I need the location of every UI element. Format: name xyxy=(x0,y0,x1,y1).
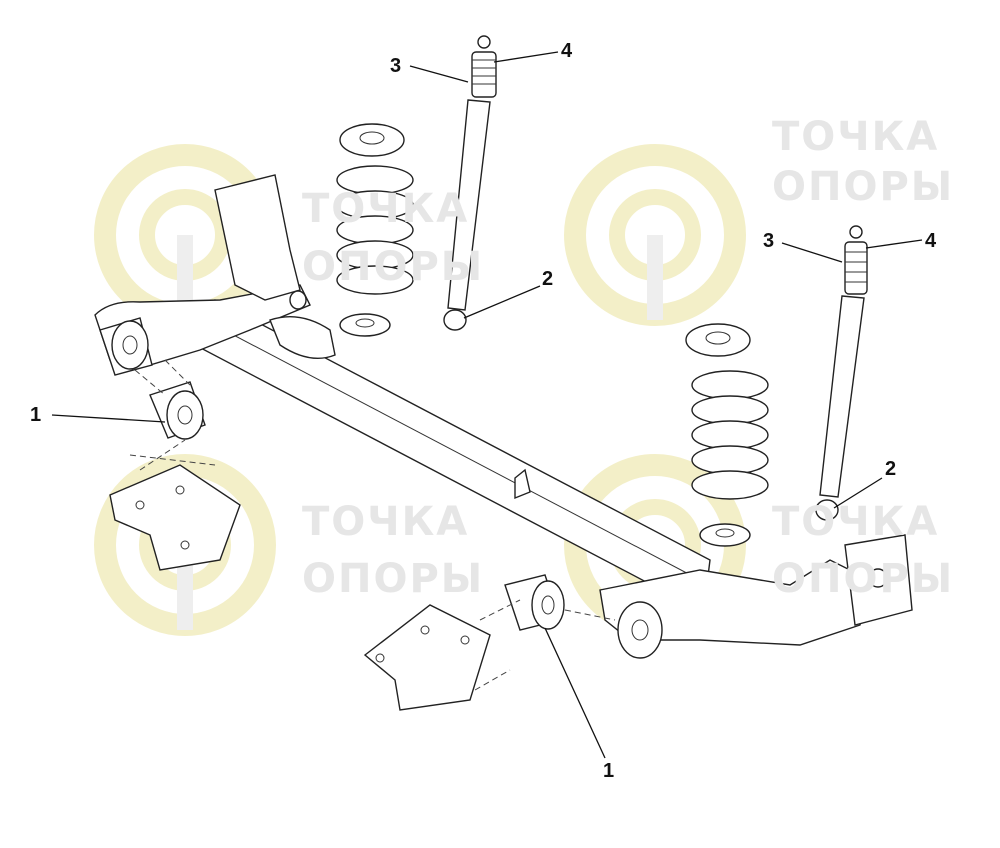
callout-3: 3 xyxy=(390,55,401,77)
bracket-left xyxy=(109,439,241,571)
callouts: 3 4 2 3 4 2 1 1 xyxy=(30,40,937,782)
torsion-beam xyxy=(94,174,913,646)
watermark-text: ТОЧКА xyxy=(302,499,469,545)
watermark-text-group: ТОЧКА ОПОРЫ ТОЧКА ОПОРЫ ТОЧКА ОПОРЫ ТОЧК… xyxy=(302,114,954,602)
silent-block-right xyxy=(504,574,663,659)
callout-4: 4 xyxy=(561,40,573,62)
callout-1: 1 xyxy=(603,760,614,782)
watermark-text: ТОЧКА xyxy=(772,499,939,545)
watermark-text: ОПОРЫ xyxy=(302,556,484,602)
watermark-text: ТОЧКА xyxy=(302,186,469,232)
watermark-text: ОПОРЫ xyxy=(772,164,954,210)
watermark-text: ТОЧКА xyxy=(772,114,939,160)
bracket-right xyxy=(363,599,521,711)
watermark-text: ОПОРЫ xyxy=(302,244,484,290)
callout-4: 4 xyxy=(925,230,937,252)
callout-1: 1 xyxy=(30,404,41,426)
callout-2: 2 xyxy=(542,268,553,290)
coil-spring-right xyxy=(685,323,769,547)
callout-2: 2 xyxy=(885,458,896,480)
coil-spring-left xyxy=(336,123,414,337)
shock-absorber-left xyxy=(443,35,497,331)
silent-block-left xyxy=(99,317,206,440)
callout-3: 3 xyxy=(763,230,774,252)
shock-absorber-right xyxy=(815,225,868,521)
watermark-text: ОПОРЫ xyxy=(772,556,954,602)
